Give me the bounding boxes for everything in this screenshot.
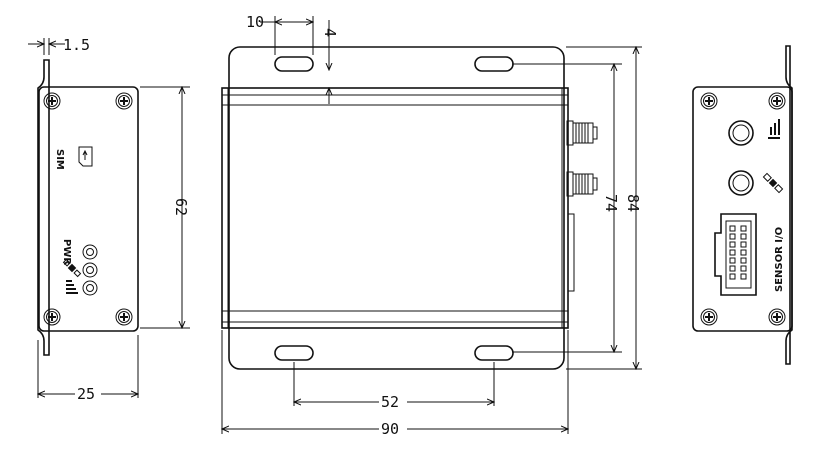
top-view: 10 4 84 74 52 90 (222, 13, 642, 438)
total-width-dimension: 90 (381, 420, 399, 438)
pwr-label: PWR (61, 239, 72, 265)
antenna-connector-icon (566, 171, 598, 197)
hole-width-dimension: 10 (246, 13, 264, 31)
total-height-dimension: 84 (624, 194, 642, 212)
left-end-panel (38, 86, 139, 332)
enclosure-body (221, 87, 569, 329)
sensor-io-connector (714, 213, 757, 296)
sensor-io-label: SENSOR I/O (774, 227, 785, 292)
hole-spacing-dimension: 52 (381, 393, 399, 411)
screw-icon (115, 92, 133, 110)
screw-icon (768, 92, 786, 110)
screw-icon (700, 308, 718, 326)
side-height-dimension: 62 (172, 198, 190, 216)
screw-icon (700, 92, 718, 110)
mounting-slot (474, 345, 514, 361)
side-width-dimension: 25 (77, 385, 95, 403)
antenna-port (728, 120, 754, 146)
screw-icon (43, 92, 61, 110)
screw-icon (43, 308, 61, 326)
mounting-slot (274, 345, 314, 361)
satellite-icon (762, 172, 784, 194)
edge-offset-dimension: 4 (321, 28, 339, 37)
mounting-slot (474, 56, 514, 72)
antenna-port (728, 170, 754, 196)
satellite-icon (62, 258, 82, 278)
screw-icon (115, 308, 133, 326)
mounting-plate (228, 46, 565, 370)
signal-bars-icon (768, 119, 780, 139)
body-height-dimension: 74 (602, 194, 620, 212)
right-end-panel (692, 86, 793, 332)
led-indicators (82, 244, 98, 296)
sim-card-icon (78, 146, 93, 167)
sensor-connector-housing (567, 213, 575, 292)
thickness-dimension: 1.5 (63, 36, 90, 54)
antenna-connector-icon (566, 120, 598, 146)
sim-label: SIM (54, 149, 65, 170)
screw-icon (768, 308, 786, 326)
signal-bars-icon (66, 280, 78, 294)
right-side-view: SENSOR I/O (692, 45, 793, 365)
mounting-slot (274, 56, 314, 72)
left-side-view: SIM PWR 1.5 62 (28, 36, 190, 403)
